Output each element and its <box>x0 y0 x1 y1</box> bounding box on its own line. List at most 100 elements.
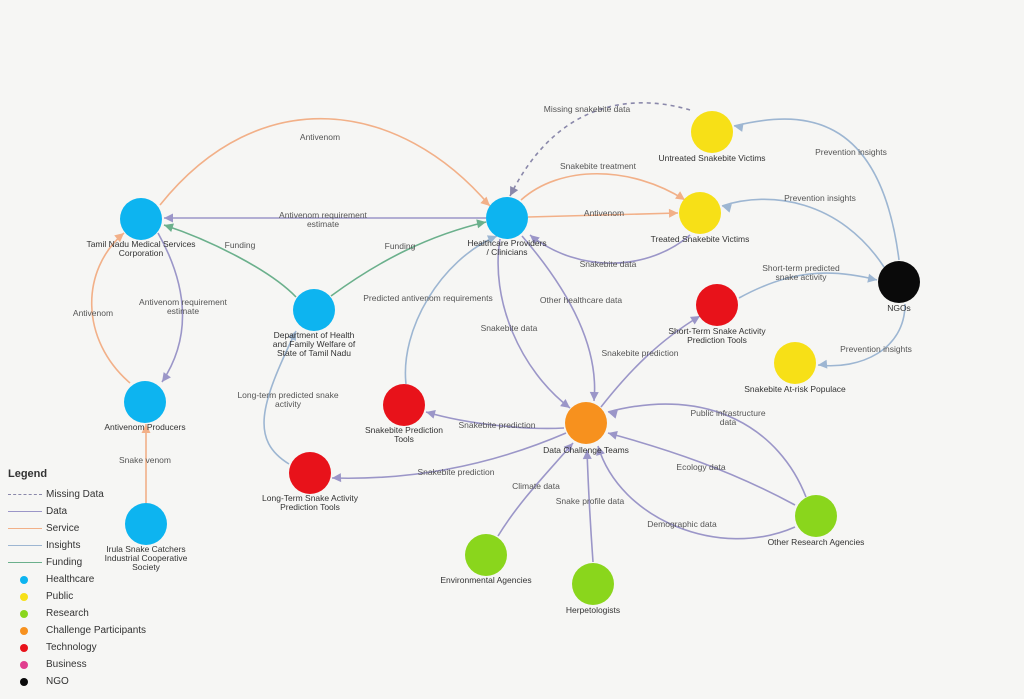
edge-line <box>404 235 498 385</box>
edge-line <box>597 445 796 540</box>
edge-label: Antivenom <box>300 132 340 142</box>
edge-data <box>529 234 691 264</box>
node-label: Healthcare Providers/ Clinicians <box>467 238 546 257</box>
legend-dot-challenge <box>20 626 28 635</box>
legend-item-challenge-participants: Challenge Participants <box>8 622 146 639</box>
edge-service <box>520 172 686 201</box>
node-ap: Antivenom Producers <box>104 381 186 432</box>
legend: Legend Missing Data Data Service Insight… <box>8 468 146 690</box>
node-ora: Other Research Agencies <box>768 495 864 547</box>
edge-arrowhead <box>563 443 573 453</box>
node-circle <box>120 198 162 240</box>
edge-label: Antivenom <box>584 208 624 218</box>
edge-label: Prevention insights <box>840 344 912 354</box>
edge-line <box>817 303 906 367</box>
edge-label: Snakebite data <box>481 323 538 333</box>
edge-arrowhead <box>589 391 599 401</box>
node-label: Snakebite At-risk Populace <box>744 384 846 394</box>
legend-title: Legend <box>8 468 48 480</box>
node-circle <box>125 503 167 545</box>
node-hcp: Healthcare Providers/ Clinicians <box>467 197 547 257</box>
edge-arrowhead <box>582 450 592 460</box>
edge-data <box>607 403 807 498</box>
edge-data <box>600 315 701 408</box>
edge-arrowhead <box>164 213 173 223</box>
edge-line <box>733 118 900 261</box>
legend-swatch-service <box>8 528 42 529</box>
edge-insights <box>721 198 885 268</box>
node-circle <box>795 495 837 537</box>
edge-label: Snake venom <box>119 455 171 465</box>
edge-label: Prevention insights <box>815 147 887 157</box>
edge-arrowhead <box>867 273 877 283</box>
edge-line <box>509 102 691 197</box>
node-circle <box>383 384 425 426</box>
node-env: Environmental Agencies <box>440 534 532 585</box>
legend-item-missing-data: Missing Data <box>8 486 146 503</box>
edge-service <box>141 424 151 503</box>
edge-data <box>521 235 599 402</box>
node-label: Antivenom Producers <box>104 422 185 432</box>
edge-arrowhead <box>510 185 519 196</box>
edge-arrowhead <box>734 122 744 132</box>
legend-dot-technology <box>20 643 28 652</box>
node-circle <box>696 284 738 326</box>
legend-dot-research <box>20 609 28 618</box>
edge-label: Snakebite prediction <box>417 467 494 477</box>
edge-arrowhead <box>287 331 296 342</box>
edge-label: Funding <box>225 240 256 250</box>
edge-arrowhead <box>530 235 540 245</box>
edge-line <box>157 232 184 383</box>
edge-arrowhead <box>608 430 618 440</box>
legend-swatch-funding <box>8 562 42 563</box>
node-circle <box>565 402 607 444</box>
edge-insights <box>263 330 297 465</box>
node-label: Data Challenge Teams <box>543 445 629 455</box>
edge-arrowhead <box>722 203 732 213</box>
legend-dot-healthcare <box>20 575 28 584</box>
edge-label: Ecology data <box>676 462 725 472</box>
legend-item-data: Data <box>8 503 146 520</box>
edge-insights <box>738 272 878 299</box>
edges <box>90 102 906 563</box>
edge-arrowhead <box>164 223 174 233</box>
edge-line <box>520 172 686 201</box>
edge-missing <box>509 102 691 197</box>
node-circle <box>465 534 507 576</box>
edge-line <box>521 235 596 402</box>
edge-funding <box>163 223 297 298</box>
edge-label: Climate data <box>512 481 560 491</box>
edge-line <box>529 234 691 264</box>
edge-label: Antivenom <box>73 308 113 318</box>
node-label: Environmental Agencies <box>440 575 531 585</box>
edge-insights <box>733 118 900 261</box>
edge-service <box>159 117 491 207</box>
edge-data <box>331 432 567 483</box>
edge-line <box>738 272 878 299</box>
edge-arrowhead <box>476 219 486 229</box>
edge-arrowhead <box>162 372 171 382</box>
edge-label: Snakebite data <box>580 259 637 269</box>
legend-item-insights: Insights <box>8 537 146 554</box>
legend-dot-business <box>20 660 28 669</box>
edge-line <box>586 449 594 563</box>
node-circle <box>679 192 721 234</box>
node-ngos: NGOs <box>878 261 920 313</box>
node-circle <box>691 111 733 153</box>
legend-dot-public <box>20 592 28 601</box>
edge-data <box>607 430 796 506</box>
edge-line <box>425 411 565 430</box>
